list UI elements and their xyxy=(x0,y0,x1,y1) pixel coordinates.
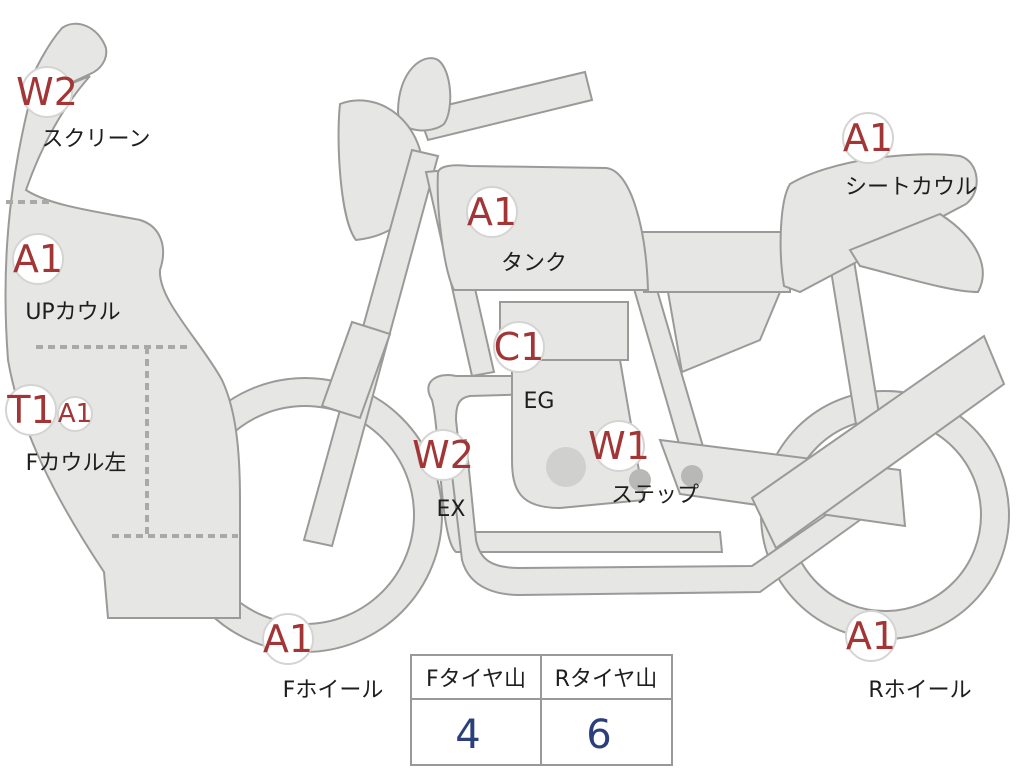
badge-step-text: W1 xyxy=(588,424,650,468)
badge-rwheel[interactable]: A1 xyxy=(845,610,897,662)
badge-rwheel-text: A1 xyxy=(846,614,896,658)
badge-tank[interactable]: A1 xyxy=(466,186,518,238)
table-value-front-tire: 4 xyxy=(455,712,480,758)
badge-screen[interactable]: W2 xyxy=(16,66,78,118)
badge-fcowl-t-text: T1 xyxy=(6,388,54,432)
label-tank: タンク xyxy=(501,251,567,276)
table-header-front-tire: Fタイヤ山 xyxy=(426,667,526,692)
label-rwheel: Rホイール xyxy=(868,678,971,703)
label-step: ステップ xyxy=(611,483,699,508)
label-fwheel: Fホイール xyxy=(283,678,384,703)
badge-eg[interactable]: C1 xyxy=(493,321,545,373)
mirror xyxy=(396,57,452,132)
side-cover xyxy=(666,291,782,374)
badge-seatcowl[interactable]: A1 xyxy=(842,112,894,164)
badge-ex[interactable]: W2 xyxy=(412,429,474,481)
rear-muffler xyxy=(750,334,1006,550)
fork-guard xyxy=(320,320,392,420)
label-fcowl: Fカウル左 xyxy=(26,451,127,476)
badge-eg-text: C1 xyxy=(494,325,545,369)
tire-tread-table: Fタイヤ山 Rタイヤ山 4 6 xyxy=(410,654,673,766)
badge-fcowl-a[interactable]: A1 xyxy=(57,396,93,432)
step xyxy=(629,465,703,491)
badge-fwheel-text: A1 xyxy=(263,617,313,661)
badge-fwheel[interactable]: A1 xyxy=(262,613,314,665)
badge-fcowl-a-text: A1 xyxy=(58,399,92,429)
badge-ex-text: W2 xyxy=(412,433,474,477)
badge-upcowl-text: A1 xyxy=(13,237,63,281)
engine-block xyxy=(511,359,646,510)
label-upcowl: UPカウル xyxy=(25,300,120,325)
engine-cover xyxy=(546,447,586,487)
badge-step[interactable]: W1 xyxy=(588,420,650,472)
label-eg: EG xyxy=(524,389,555,414)
label-screen: スクリーン xyxy=(42,127,151,152)
label-ex: EX xyxy=(437,497,466,522)
badge-upcowl[interactable]: A1 xyxy=(12,233,64,285)
badge-screen-text: W2 xyxy=(16,70,78,114)
tail-fender xyxy=(848,212,984,294)
label-seatcowl: シートカウル xyxy=(845,175,977,200)
table-value-rear-tire: 6 xyxy=(586,712,611,758)
table-header-rear-tire: Rタイヤ山 xyxy=(555,667,658,692)
badge-seatcowl-text: A1 xyxy=(843,116,893,160)
badge-fcowl-t[interactable]: T1 xyxy=(5,384,57,436)
seat xyxy=(638,231,791,293)
badge-tank-text: A1 xyxy=(467,190,517,234)
